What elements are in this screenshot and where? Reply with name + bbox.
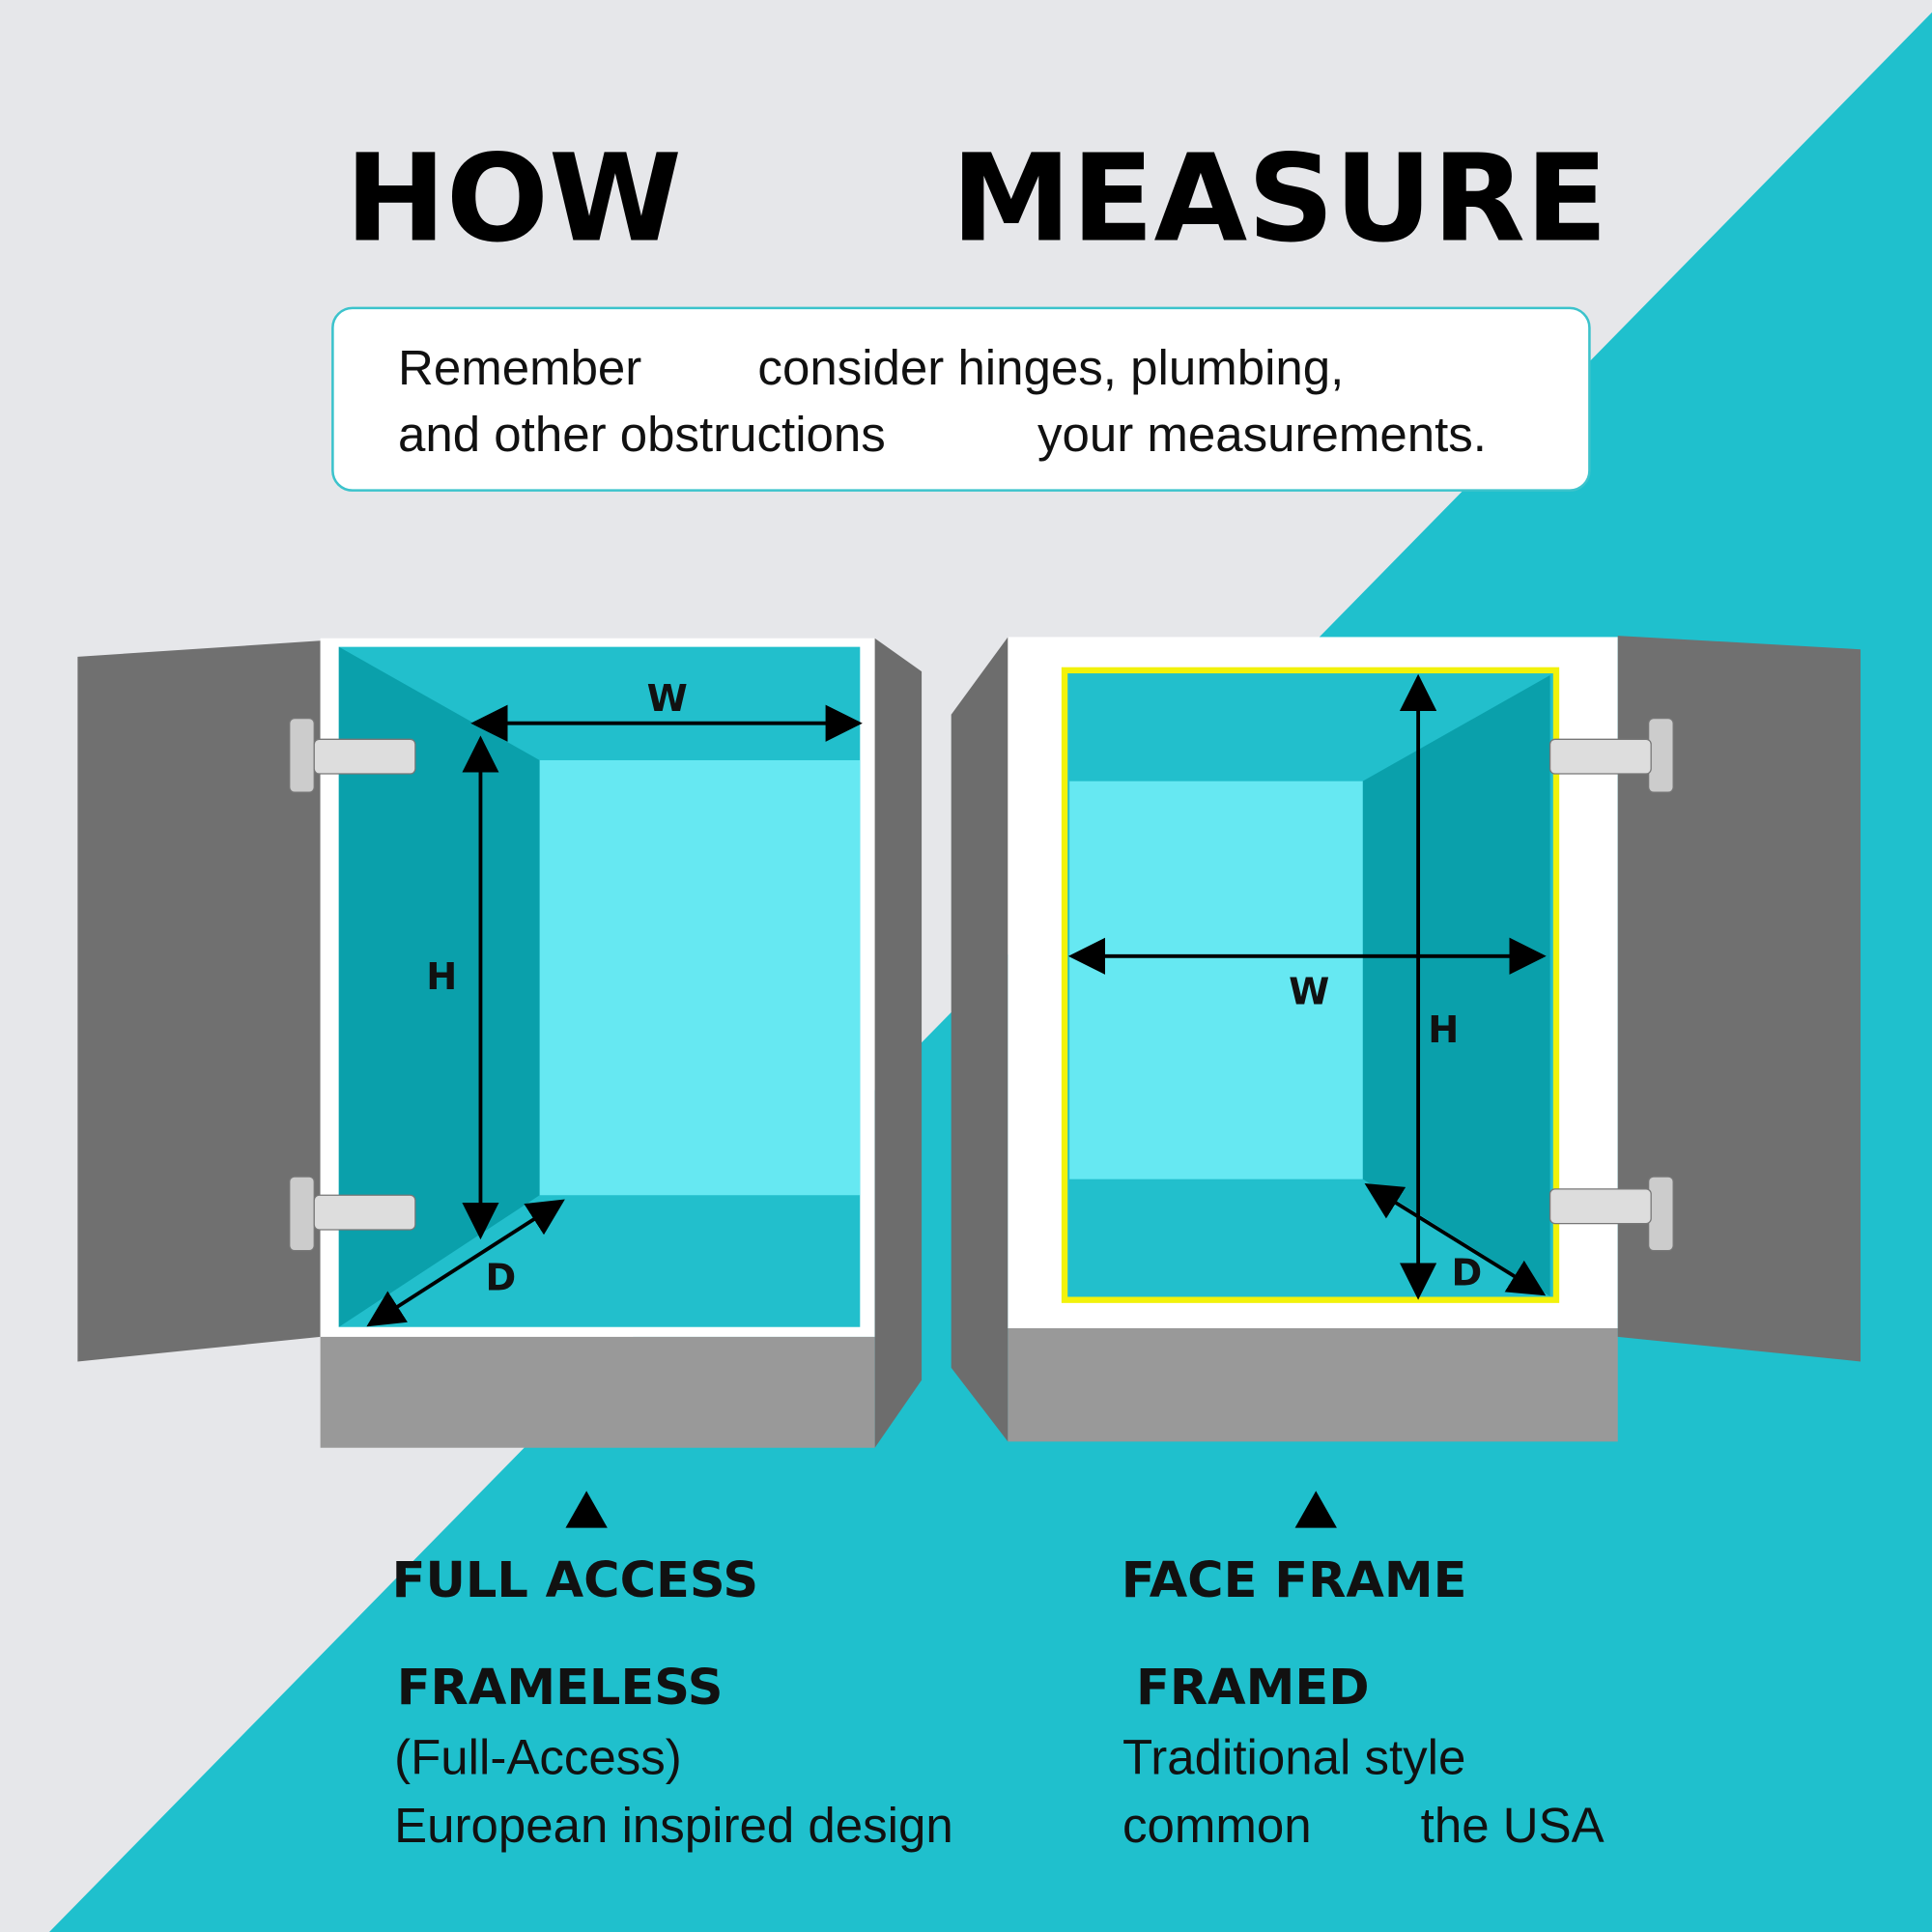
right-heading: FACE FRAME	[1122, 1552, 1467, 1609]
label-h: H	[426, 955, 457, 999]
right-line1: Traditional style	[1122, 1730, 1465, 1785]
note-line2-a: and other obstructions	[398, 407, 886, 462]
label-d: D	[486, 1256, 517, 1299]
cabinet-base	[1008, 1328, 1618, 1442]
right-subheading: FRAMED	[1136, 1660, 1370, 1717]
title-how: HOW	[345, 129, 682, 270]
frameless-cabinet: W H D	[77, 638, 923, 1448]
label-h: H	[1428, 1009, 1459, 1052]
face-frame-cabinet: W H D	[951, 636, 1861, 1442]
back-panel	[1069, 781, 1363, 1179]
triangle-up-icon	[565, 1491, 608, 1528]
left-door	[77, 640, 321, 1362]
note-line1-a: Remember	[398, 340, 641, 395]
right-line2-a: common	[1122, 1798, 1312, 1853]
label-d: D	[1452, 1251, 1483, 1294]
hinge-icon	[1548, 717, 1674, 793]
back-panel	[539, 759, 861, 1196]
left-line2: European inspired design	[394, 1798, 953, 1853]
left-subheading: FRAMELESS	[397, 1660, 724, 1717]
label-w: W	[1289, 971, 1329, 1014]
title-measure: MEASURE	[952, 129, 1608, 270]
left-line1: (Full-Access)	[394, 1730, 682, 1785]
right-door	[1617, 636, 1861, 1362]
hinge-icon	[289, 717, 416, 793]
depth-arrow	[366, 1199, 565, 1327]
note-box	[331, 306, 1591, 492]
cabinet-side	[874, 638, 923, 1448]
depth-arrow	[1364, 1183, 1547, 1296]
hinge-icon	[289, 1176, 416, 1252]
note-line2-b: your measurements.	[1037, 407, 1487, 462]
label-w: W	[647, 677, 688, 721]
right-line2-b: the USA	[1421, 1798, 1605, 1853]
cabinet-base	[320, 1336, 875, 1448]
triangle-up-icon	[1294, 1491, 1337, 1528]
left-heading: FULL ACCESS	[392, 1552, 758, 1609]
cabinet-side	[951, 637, 1009, 1442]
note-line1-b: consider hinges, plumbing,	[757, 340, 1344, 395]
hinge-icon	[1548, 1176, 1674, 1252]
